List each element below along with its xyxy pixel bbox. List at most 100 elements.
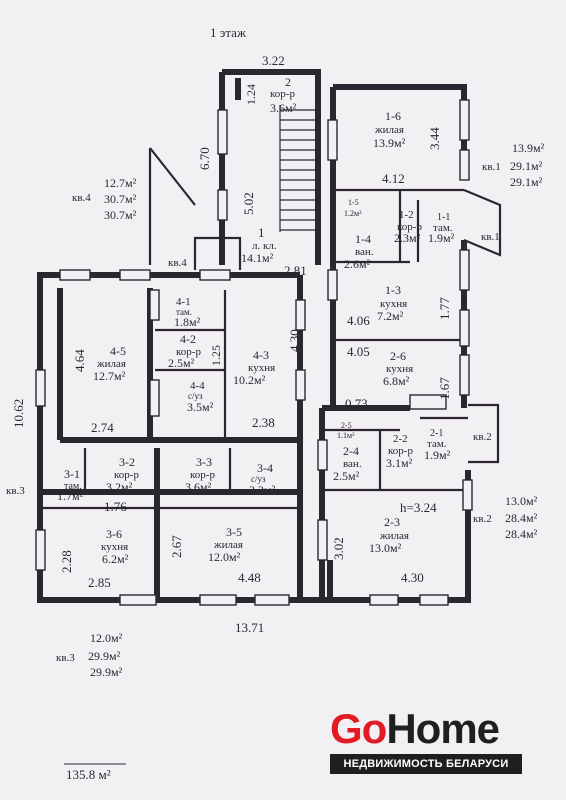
room-1-1-number: 1-1 xyxy=(437,212,450,223)
apartment-kv3-summary: 12.0м² кв.3 29.9м² 29.9м² xyxy=(56,631,123,679)
room-2-3-name: жилая xyxy=(379,530,409,542)
kv1-living-area: 13.9м² xyxy=(512,141,545,155)
kv2-label: кв.2 xyxy=(473,513,492,525)
windows xyxy=(35,99,473,606)
porches xyxy=(193,188,502,464)
room-4-1-area: 1.8м² xyxy=(174,315,201,329)
ceiling-height: h=3.24 xyxy=(400,500,437,515)
room-3-2-number: 3-2 xyxy=(119,455,135,469)
apartment-kv2-summary: 13.0м² кв.2 28.4м² 28.4м² xyxy=(473,494,538,541)
room-1-4-name: ван. xyxy=(355,246,374,258)
room-4-1-name: там. xyxy=(176,307,192,317)
dim-4-30-left: 4.30 xyxy=(287,329,302,352)
room-1-3-name: кухня xyxy=(380,298,407,310)
dim-1-77: 1.77 xyxy=(437,297,452,320)
dim-13-71: 13.71 xyxy=(235,620,264,635)
kv4-living-area: 12.7м² xyxy=(104,176,137,190)
room-2-6-area: 6.8м² xyxy=(383,374,410,388)
room-3-6-name: кухня xyxy=(101,541,128,553)
room-4-2-area: 2.5м² xyxy=(168,356,195,370)
room-1-6-name: жилая xyxy=(374,124,404,136)
kv2-total-area: 28.4м² xyxy=(505,511,538,525)
dim-1-24: 1.24 xyxy=(244,84,258,105)
room-2-6-number: 2-6 xyxy=(390,349,406,363)
outer-walls xyxy=(37,69,471,603)
room-2-1-number: 2-1 xyxy=(430,428,443,439)
room-1-4-area: 2.6м² xyxy=(344,257,371,271)
room-1-1-area: 1.9м² xyxy=(428,231,455,245)
room-4-3-area: 10.2м² xyxy=(233,373,266,387)
room-2-6-name: кухня xyxy=(386,363,413,375)
room-4-2-number: 4-2 xyxy=(180,332,196,346)
room-4-4-number: 4-4 xyxy=(190,380,205,392)
room-1-area: 14.1м² xyxy=(241,251,274,265)
logo-tagline: НЕДВИЖИМОСТЬ БЕЛАРУСИ xyxy=(330,754,522,774)
room-3-2-area: 3.2м² xyxy=(106,480,133,494)
room-1-3-number: 1-3 xyxy=(385,283,401,297)
total-area: 135.8 м² xyxy=(66,767,111,782)
room-2-5-area: 1.1м² xyxy=(337,431,355,440)
kv3-living-area: 12.0м² xyxy=(90,631,123,645)
room-3-1-area: 1.7м² xyxy=(57,489,84,503)
dim-4-05: 4.05 xyxy=(347,344,370,359)
room-2-2-name: кор-р xyxy=(388,445,413,457)
room-4-2-name: кор-р xyxy=(176,346,201,358)
dim-3-22: 3.22 xyxy=(262,53,285,68)
room-1-1-name: там. xyxy=(433,222,453,234)
room-4-1-number: 4-1 xyxy=(176,296,191,308)
room-2-4-name: ван. xyxy=(343,458,362,470)
kv3-label: кв.3 xyxy=(56,652,75,664)
room-2-number: 2 xyxy=(285,75,291,89)
dim-4-30-right: 4.30 xyxy=(401,570,424,585)
room-1-5-number: 1-5 xyxy=(348,198,359,207)
dimensions: 3.22 1.24 6.70 5.02 2.81 3.44 4.12 1.77 … xyxy=(11,53,452,635)
room-2-5-number: 2-5 xyxy=(341,421,352,430)
apartment-kv1-summary: 13.9м² кв.1 29.1м² 29.1м² xyxy=(482,141,545,189)
gohome-logo: GoHome НЕДВИЖИМОСТЬ БЕЛАРУСИ xyxy=(330,706,522,776)
room-3-4-area: 3.2м² xyxy=(249,483,276,497)
room-4-5-area: 12.7м² xyxy=(93,369,126,383)
room-3-6-number: 3-6 xyxy=(106,527,122,541)
kv4-total-area: 30.7м² xyxy=(104,192,137,206)
room-1-6-number: 1-6 xyxy=(385,109,401,123)
room-3-3-name: кор-р xyxy=(190,469,215,481)
logo-go: Go xyxy=(330,705,387,752)
dim-3-44: 3.44 xyxy=(427,127,442,150)
room-labels: 2 кор-р 3.6м² 1 л. кл. 14.1м² 1-6 жилая … xyxy=(57,75,455,566)
entrance-kv2: кв.2 xyxy=(473,431,492,443)
dim-2-38: 2.38 xyxy=(252,415,275,430)
dim-6-70: 6.70 xyxy=(197,147,212,170)
room-3-4-number: 3-4 xyxy=(257,461,273,475)
room-2-4-number: 2-4 xyxy=(343,444,359,458)
room-1-6-area: 13.9м² xyxy=(373,136,406,150)
room-4-5-name: жилая xyxy=(96,358,126,370)
kv2-living-area: 13.0м² xyxy=(505,494,538,508)
room-4-3-number: 4-3 xyxy=(253,348,269,362)
partitions xyxy=(40,147,468,510)
room-3-5-name: жилая xyxy=(213,539,243,551)
dim-2-28: 2.28 xyxy=(59,550,74,573)
dim-4-12: 4.12 xyxy=(382,171,405,186)
room-2-4-area: 2.5м² xyxy=(333,469,360,483)
kv1-total-area: 29.1м² xyxy=(510,159,543,173)
dim-2-74: 2.74 xyxy=(91,420,114,435)
room-2-2-number: 2-2 xyxy=(393,433,408,445)
dim-4-48: 4.48 xyxy=(238,570,261,585)
room-3-4-name: с/уз xyxy=(251,474,266,484)
room-2-area: 3.6м² xyxy=(270,101,297,115)
room-1-5-area: 1.2м² xyxy=(344,209,362,218)
logo-home: Home xyxy=(386,705,500,752)
room-2-1-name: там. xyxy=(427,438,447,450)
room-3-5-number: 3-5 xyxy=(226,525,242,539)
apartment-kv4-summary: 12.7м² кв.4 30.7м² 30.7м² xyxy=(72,176,137,222)
room-1-2-area: 2.3м² xyxy=(394,231,421,245)
entrance-kv3: кв.3 xyxy=(6,485,25,497)
room-2-3-number: 2-3 xyxy=(384,515,400,529)
room-2-2-area: 3.1м² xyxy=(386,456,413,470)
kv1-label: кв.1 xyxy=(482,161,501,173)
room-2-3-area: 13.0м² xyxy=(369,541,402,555)
room-4-4-name: с/уз xyxy=(188,391,203,401)
room-2-1-area: 1.9м² xyxy=(424,448,451,462)
kv4-total-area-2: 30.7м² xyxy=(104,208,137,222)
